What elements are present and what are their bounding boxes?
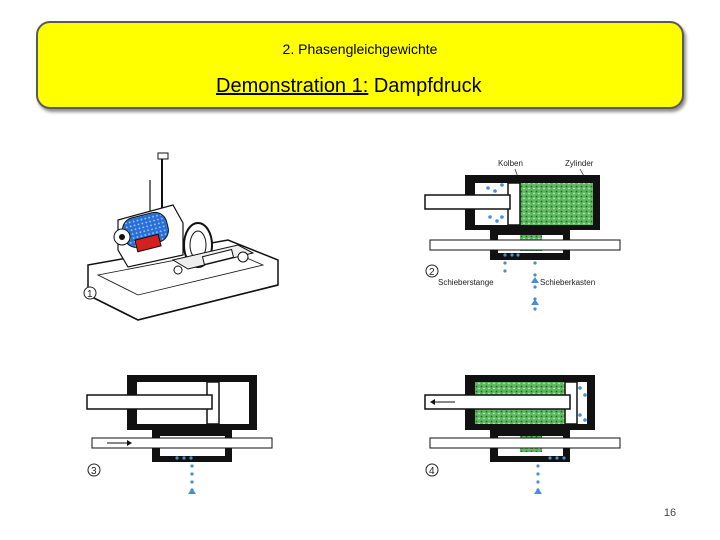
label-slide-box: Schieberkasten — [540, 278, 595, 287]
figure-4-cylinder-diagram: 4 — [424, 375, 621, 494]
figure-2-cylinder-diagram: Kolben Zylinder 2 Schieberstange Schiebe… — [424, 159, 621, 311]
page-number: 16 — [663, 507, 677, 519]
heading-prefix: Demonstration 1: — [216, 75, 369, 97]
label-piston: Kolben — [498, 159, 523, 168]
figure-4-number: 4 — [429, 466, 435, 477]
heading-rest: Dampfdruck — [368, 75, 482, 97]
figure-1-steam-engine: 1 — [83, 152, 279, 321]
slide-subtitle: 2. Phasengleichgewichte — [282, 41, 438, 57]
figure-3-number: 3 — [91, 466, 97, 477]
label-cylinder: Zylinder — [565, 159, 594, 168]
figure-2-number: 2 — [429, 267, 435, 278]
figure-1-number: 1 — [87, 289, 93, 300]
figure-3-cylinder-diagram: 3 — [86, 375, 273, 494]
label-slide-rod: Schieberstange — [438, 278, 494, 287]
title-box: 2. Phasengleichgewichte Demonstration 1:… — [36, 21, 684, 109]
slide-heading: Demonstration 1: Dampfdruck — [216, 75, 482, 98]
